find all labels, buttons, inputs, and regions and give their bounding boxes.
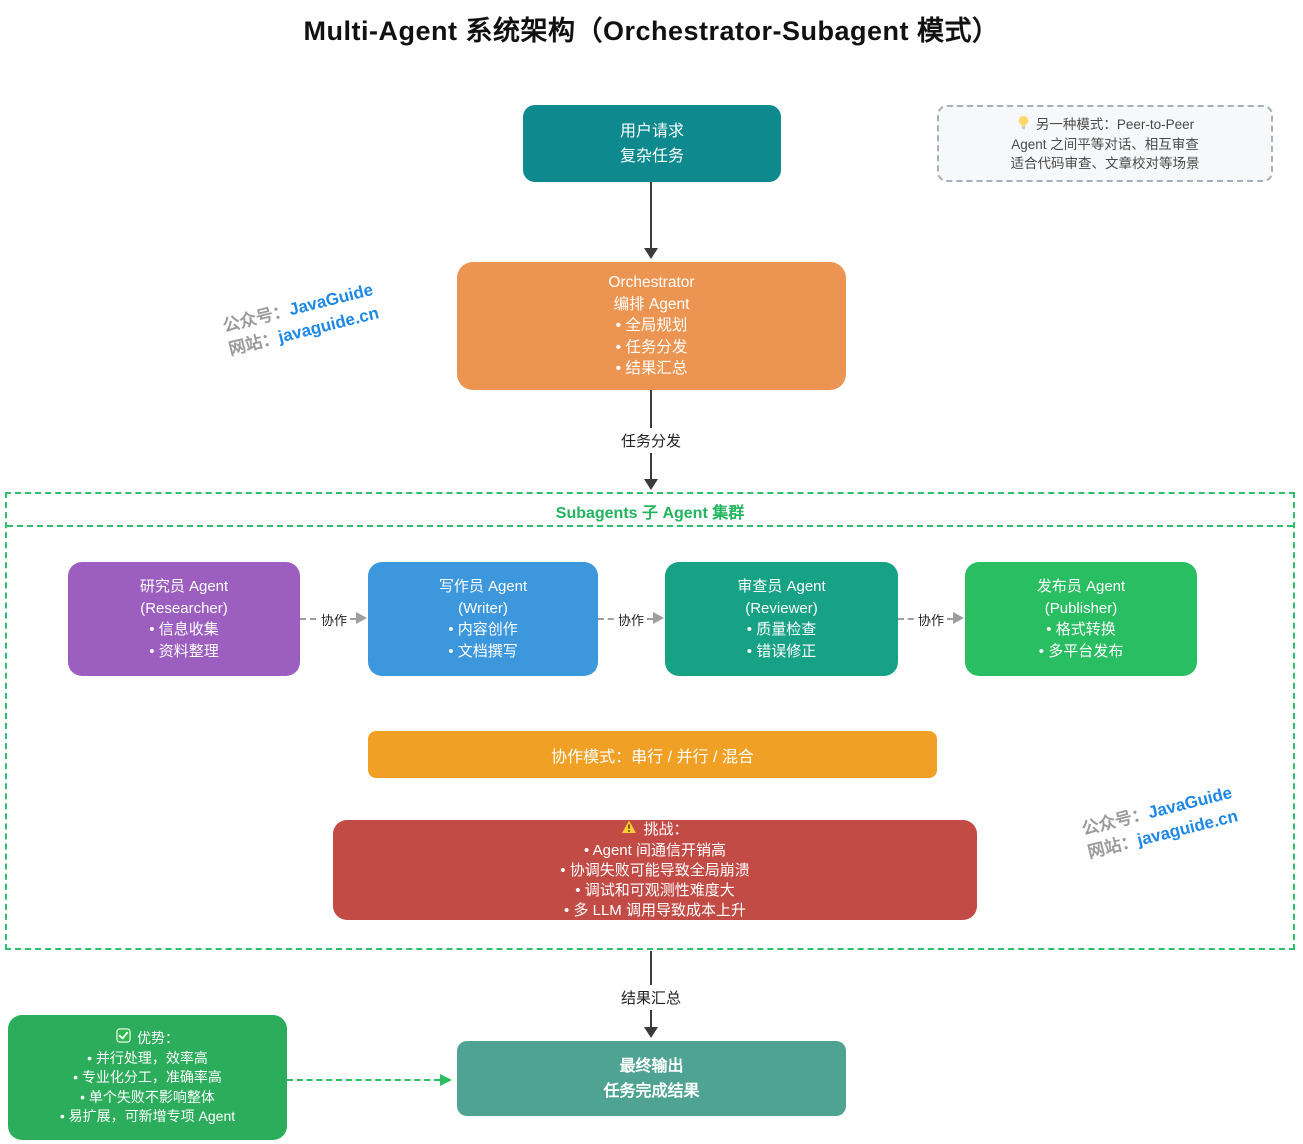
collab-arrowhead-3 bbox=[953, 612, 964, 624]
agent-reviewer: 审查员 Agent (Reviewer) 质量检查 错误修正 bbox=[665, 562, 898, 676]
subagents-header-separator bbox=[7, 525, 1293, 527]
collab-label-2: 协作 bbox=[614, 609, 648, 630]
subagents-cluster: Subagents 子 Agent 集群 bbox=[5, 492, 1295, 950]
subagents-header: Subagents 子 Agent 集群 bbox=[555, 505, 745, 522]
collab-arrowhead-2 bbox=[653, 612, 664, 624]
page-title: Multi-Agent 系统架构（Orchestrator-Subagent 模… bbox=[303, 16, 1000, 46]
challenges-box: 挑战： Agent 间通信开销高 协调失败可能导致全局崩溃 调试和可观测性难度大… bbox=[333, 820, 977, 920]
watermark-top: 公众号：JavaGuide 网站：javaguide.cn bbox=[220, 280, 381, 360]
collab-mode-text: 协作模式：串行 / 并行 / 混合 bbox=[551, 748, 754, 766]
peer-note: 另一种模式：Peer-to-Peer Agent 之间平等对话、相互审查 适合代… bbox=[937, 105, 1273, 182]
final-output-line2: 任务完成结果 bbox=[603, 1082, 700, 1100]
user-request-node: 用户请求 复杂任务 bbox=[523, 105, 781, 182]
peer-note-line1: 另一种模式：Peer-to-Peer bbox=[1035, 117, 1195, 132]
orchestrator-title: Orchestrator bbox=[608, 274, 695, 292]
edge-label-dispatch: 任务分发 bbox=[615, 428, 687, 453]
arrowhead-advantages-to-final bbox=[440, 1074, 452, 1086]
advantages-box: 优势： 并行处理，效率高 专业化分工，准确率高 单个失败不影响整体 易扩展，可新… bbox=[8, 1015, 287, 1140]
collab-arrowhead-1 bbox=[356, 612, 367, 624]
final-output-node: 最终输出 任务完成结果 bbox=[457, 1041, 846, 1116]
agent-publisher: 发布员 Agent (Publisher) 格式转换 多平台发布 bbox=[965, 562, 1197, 676]
final-output-line1: 最终输出 bbox=[619, 1057, 684, 1075]
orchestrator-subtitle: 编排 Agent bbox=[613, 295, 690, 313]
orchestrator-node: Orchestrator 编排 Agent 全局规划 任务分发 结果汇总 bbox=[457, 262, 846, 390]
collab-label-3: 协作 bbox=[914, 609, 948, 630]
lightbulb-icon bbox=[1016, 115, 1031, 135]
challenges-title: 挑战： bbox=[643, 821, 689, 838]
advantages-title: 优势： bbox=[137, 1029, 179, 1046]
peer-note-line2: Agent 之间平等对话、相互审查 bbox=[1011, 136, 1199, 152]
arrowhead-subagents-to-final bbox=[644, 1027, 658, 1038]
collab-mode-bar: 协作模式：串行 / 并行 / 混合 bbox=[368, 731, 937, 778]
agent-researcher: 研究员 Agent (Researcher) 信息收集 资料整理 bbox=[68, 562, 300, 676]
check-icon bbox=[116, 1028, 131, 1049]
collab-label-1: 协作 bbox=[317, 609, 351, 630]
peer-note-line3: 适合代码审查、文章校对等场景 bbox=[1010, 155, 1200, 171]
arrow-user-to-orchestrator bbox=[650, 182, 652, 248]
user-request-line1: 用户请求 bbox=[619, 122, 684, 140]
agent-writer: 写作员 Agent (Writer) 内容创作 文档撰写 bbox=[368, 562, 598, 676]
warning-icon bbox=[621, 819, 637, 841]
user-request-line2: 复杂任务 bbox=[619, 147, 684, 165]
arrow-advantages-to-final bbox=[287, 1079, 440, 1081]
arrowhead-user-to-orchestrator bbox=[644, 248, 658, 259]
edge-label-aggregate: 结果汇总 bbox=[615, 985, 687, 1010]
arrowhead-orchestrator-to-subagents bbox=[644, 479, 658, 490]
